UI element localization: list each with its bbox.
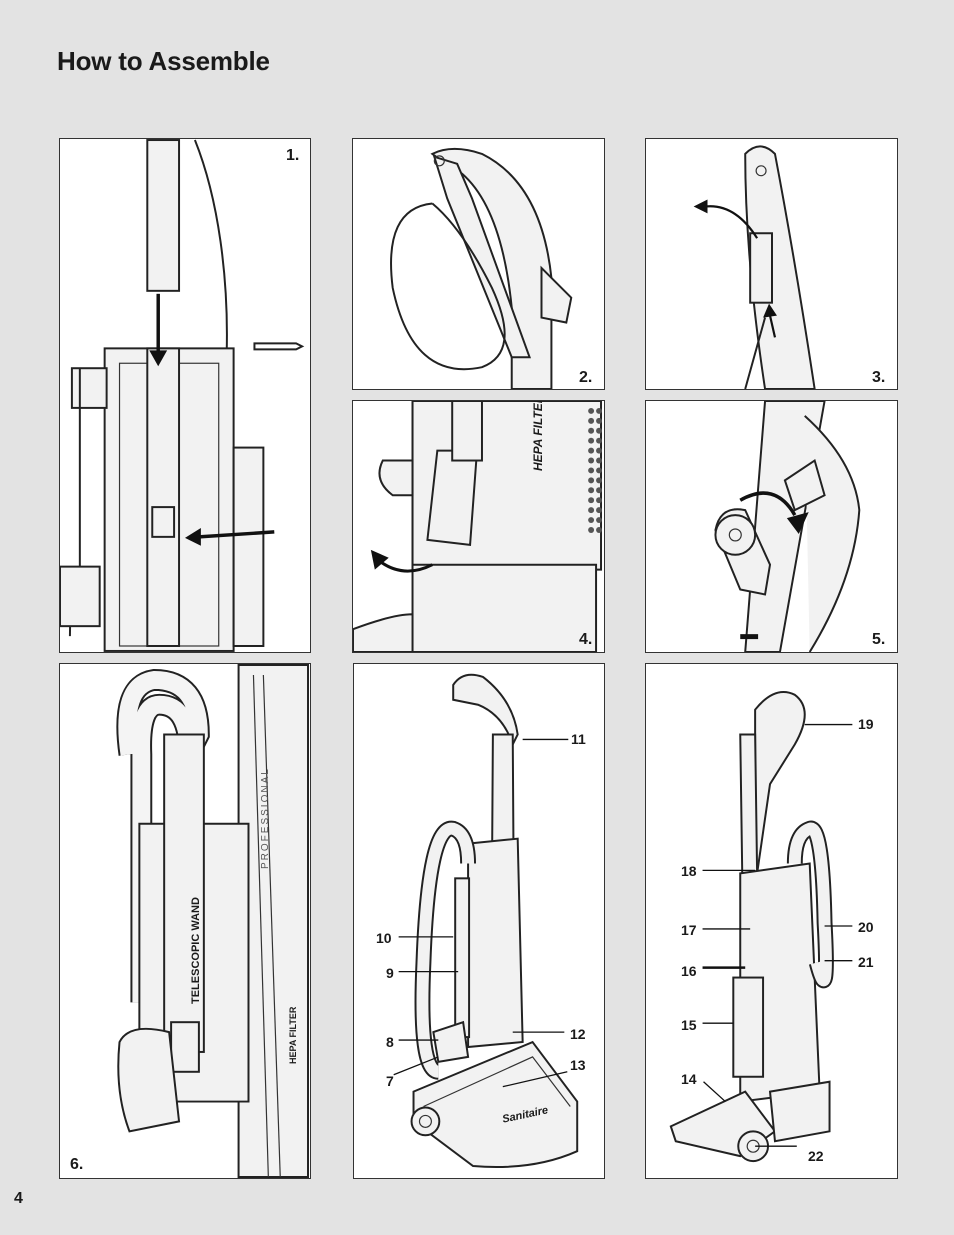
step-4-number: 4. xyxy=(579,631,593,648)
parts-front-panel: Sanitaire 11 10 9 8 7 12 13 xyxy=(353,663,605,1179)
step-3-panel: 3. xyxy=(645,138,898,390)
callout-7: 7 xyxy=(386,1073,394,1089)
step-1-number: 1. xyxy=(286,147,300,164)
telescopic-wand-text: TELESCOPIC WAND xyxy=(190,897,202,1004)
callout-8: 8 xyxy=(386,1034,394,1050)
callout-17: 17 xyxy=(681,922,697,938)
professional-print: PROFESSIONAL xyxy=(260,767,271,869)
page-number: 4 xyxy=(14,1190,23,1207)
hepa-filter-print-6: HEPA FILTER xyxy=(288,1007,298,1064)
step-5-illustration xyxy=(714,401,861,652)
callout-9: 9 xyxy=(386,965,394,981)
hepa-filter-text: HEPA FILTER xyxy=(531,400,545,471)
step-6-number: 6. xyxy=(70,1156,84,1173)
step-5-panel: 5. xyxy=(645,400,898,653)
callout-22: 22 xyxy=(808,1148,824,1164)
callout-18: 18 xyxy=(681,863,697,879)
step-1-panel: 1. xyxy=(59,138,311,653)
step-6-panel: TELESCOPIC WAND PROFESSIONAL HEPA FILTER… xyxy=(59,663,311,1179)
telescopic-wand-print: TELESCOPIC WAND xyxy=(190,897,202,1004)
callout-14: 14 xyxy=(681,1071,697,1087)
step-4-hepa-print: HEPA FILTER xyxy=(531,400,545,471)
callout-21: 21 xyxy=(858,954,874,970)
hepa-filter-text-6: HEPA FILTER xyxy=(288,1006,298,1064)
callout-16: 16 xyxy=(681,963,697,979)
callout-15: 15 xyxy=(681,1017,697,1033)
parts-front-illustration xyxy=(393,673,579,1169)
parts-rear-panel: 19 18 17 16 15 14 20 21 22 xyxy=(645,663,898,1179)
callout-12: 12 xyxy=(570,1026,586,1042)
step-4-illustration xyxy=(353,401,603,652)
step-2-panel: 2. xyxy=(352,138,605,390)
step-3-illustration xyxy=(693,145,816,389)
professional-text: PROFESSIONAL xyxy=(260,767,271,869)
callout-20: 20 xyxy=(858,919,874,935)
page-title: How to Assemble xyxy=(57,46,270,76)
parts-rear-illustration xyxy=(669,691,853,1163)
step-4-panel: HEPA FILTER 4. xyxy=(352,400,605,653)
step-3-number: 3. xyxy=(872,369,886,386)
step-5-number: 5. xyxy=(872,631,886,648)
step-2-illustration xyxy=(390,147,573,389)
callout-11: 11 xyxy=(571,731,586,747)
step-1-illustration xyxy=(60,139,305,652)
step-6-illustration xyxy=(60,664,310,1178)
callout-19: 19 xyxy=(858,716,874,732)
callout-10: 10 xyxy=(376,930,392,946)
step-2-number: 2. xyxy=(579,369,593,386)
callout-13: 13 xyxy=(570,1057,586,1073)
